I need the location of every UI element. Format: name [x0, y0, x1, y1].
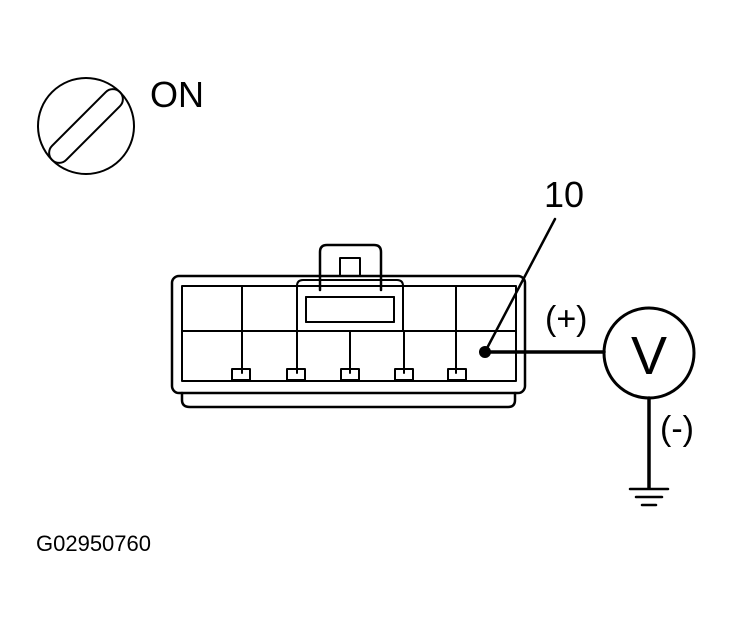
terminal-number-label: 10 — [544, 174, 584, 215]
ground-icon — [628, 487, 670, 507]
voltmeter-symbol: V — [631, 326, 667, 386]
figure-code: G02950760 — [36, 531, 151, 556]
negative-probe-label: (-) — [660, 410, 694, 448]
terminal-10-leader-line — [483, 217, 557, 354]
ignition-switch-icon — [37, 77, 135, 175]
connector — [170, 243, 527, 409]
positive-probe-label: (+) — [545, 300, 588, 338]
ignition-state-label: ON — [150, 74, 204, 115]
